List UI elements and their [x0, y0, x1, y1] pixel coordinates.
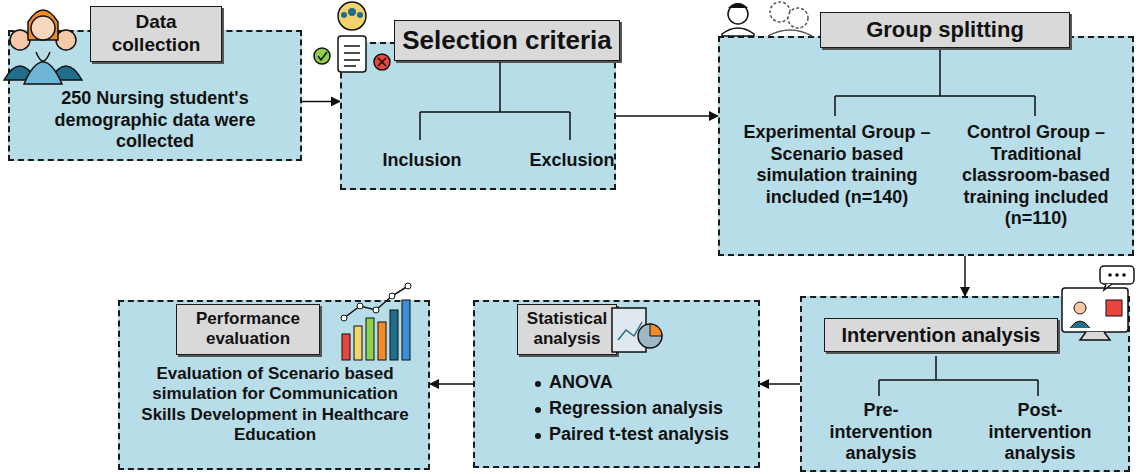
selection-icon-part: [318, 52, 327, 60]
flow-arrow: [302, 101, 340, 103]
bar-chart-icon-part: [342, 334, 350, 360]
body-text: Pre-intervention analysis: [818, 400, 944, 465]
bullet-item: ANOVA: [533, 372, 769, 394]
tree-lines-part: [420, 62, 570, 140]
stage-box: 250 Nursing student's demographic data w…: [8, 30, 302, 161]
video-call-icon-part: [1122, 273, 1126, 277]
header-box: Intervention analysis: [824, 318, 1058, 352]
header-label: Selection criteria: [401, 25, 613, 56]
body-text: Control Group – Traditional classroom-ba…: [942, 122, 1130, 230]
selection-icon-part: [314, 48, 330, 64]
video-call-icon-part: [1080, 332, 1110, 340]
doctors-icon-part: [768, 30, 812, 36]
stage-box: Experimental Group – Scenario based simu…: [718, 36, 1134, 256]
selection-icon-part: [348, 8, 356, 16]
bar-chart-icon-part: [390, 310, 398, 360]
bar-chart-icon-part: [389, 293, 395, 299]
bar-chart-icon-part: [354, 326, 362, 360]
nurse-icon-part: [36, 52, 50, 61]
video-call-icon-part: [1074, 302, 1086, 314]
selection-icon-part: [338, 36, 366, 72]
bar-chart-icon-part: [405, 283, 411, 289]
header-box: Statistical analysis: [517, 304, 617, 355]
body-text: Exclusion: [512, 150, 632, 172]
doctors-icon-part: [788, 8, 808, 28]
header-box: Selection criteria: [394, 20, 620, 61]
bar-chart-icon-part: [341, 315, 347, 321]
header-label: Group splitting: [827, 17, 1063, 43]
header-label: Performance evaluation: [183, 309, 313, 350]
tree-lines: [420, 50, 1038, 396]
header-box: Group splitting: [820, 12, 1070, 48]
nurse-icon: [4, 10, 82, 84]
flow-arrow: [430, 383, 473, 385]
body-text: 250 Nursing student's demographic data w…: [30, 88, 280, 153]
nurse-icon-part: [24, 62, 62, 84]
flow-arrow: [760, 383, 800, 385]
selection-icon-part: [344, 46, 360, 66]
body-text: Evaluation of Scenario based simulation …: [132, 364, 418, 446]
header-box: Performance evaluation: [176, 304, 320, 355]
video-call-icon-part: [1106, 300, 1122, 316]
bullet-item: Regression analysis: [533, 398, 769, 420]
video-call-icon-part: [1108, 273, 1112, 277]
doctors-icon-part: [770, 2, 790, 22]
selection-icon-part: [378, 58, 386, 66]
video-call-icon: [1062, 266, 1134, 340]
body-text: Post-intervention analysis: [974, 400, 1106, 465]
bar-chart-icon-part: [357, 303, 363, 309]
nurse-icon-part: [28, 10, 58, 40]
selection-icon-part: [357, 12, 363, 18]
video-call-icon-part: [1115, 273, 1119, 277]
selection-icon-part: [338, 2, 366, 30]
body-text: Experimental Group – Scenario based simu…: [732, 122, 942, 208]
selection-icon-part: [374, 54, 390, 70]
doctors-icon-part: [728, 3, 748, 8]
bar-chart-icon-part: [402, 300, 410, 360]
tree-lines-part: [835, 50, 1035, 116]
header-box: Data collection: [90, 6, 222, 62]
header-label: Statistical analysis: [524, 309, 610, 350]
bar-chart-icon-part: [373, 307, 379, 313]
doctors-icon-part: [722, 28, 754, 36]
statistics-icon-part: [650, 324, 662, 336]
bullet-item: Paired t-test analysis: [533, 424, 769, 446]
tree-lines-part: [879, 356, 1038, 396]
selection-icon-part: [341, 12, 347, 18]
statistics-icon: [612, 308, 662, 352]
header-label: Data collection: [97, 11, 215, 57]
flow-arrow: [616, 115, 718, 117]
nurse-icon-part: [56, 30, 76, 50]
flow-arrow: [964, 256, 966, 296]
doctors-icon: [722, 2, 812, 36]
video-call-icon-part: [1062, 288, 1128, 332]
body-text: Inclusion: [362, 150, 482, 172]
bar-chart-icon-part: [366, 318, 374, 360]
video-call-icon-part: [1104, 284, 1112, 290]
doctors-icon-part: [728, 4, 748, 24]
bar-chart-icon-part: [378, 322, 386, 360]
statistics-icon-part: [638, 324, 662, 348]
video-call-icon-part: [1100, 266, 1134, 284]
bar-chart-icon-part: [344, 286, 408, 318]
header-label: Intervention analysis: [831, 323, 1051, 347]
video-call-icon-part: [1070, 321, 1090, 328]
nurse-icon-part: [31, 16, 55, 40]
selection-icon: [314, 2, 390, 72]
bar-chart-icon: [341, 283, 411, 360]
nurse-icon-part: [10, 30, 30, 50]
